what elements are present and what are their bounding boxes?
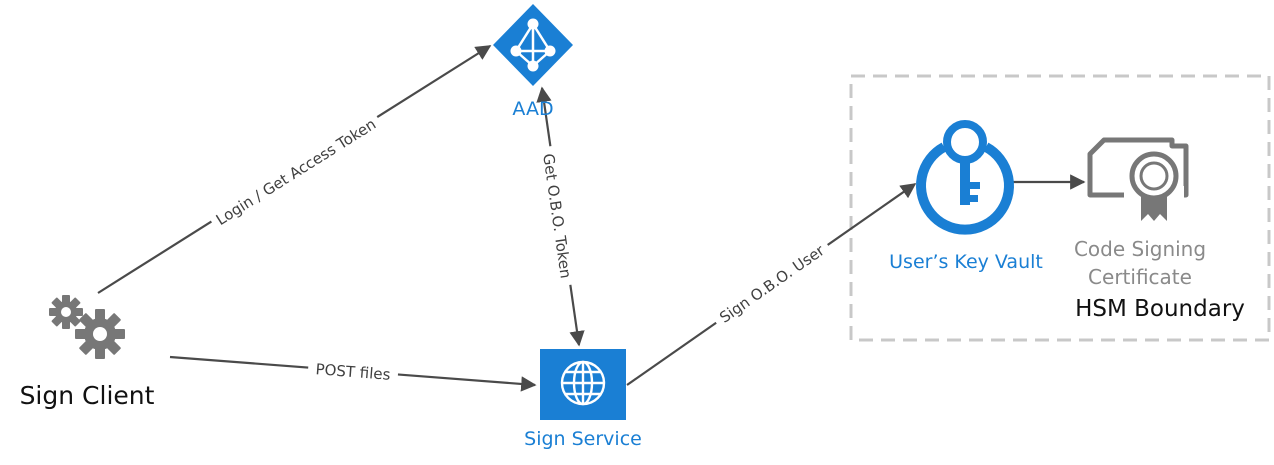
certificate-label-line2: Certificate	[1088, 265, 1192, 289]
aad-label: AAD	[512, 98, 553, 120]
globe-icon	[560, 360, 606, 406]
hsm-boundary-box	[849, 74, 1271, 342]
aad-node[interactable]: AAD	[493, 4, 573, 120]
key-vault-label: User’s Key Vault	[889, 251, 1043, 273]
obo-token-edge-label: Get O.B.O. Token	[539, 152, 575, 279]
sign-obo-edge-label: Sign O.B.O. User	[716, 241, 828, 327]
sign-client-node[interactable]: Sign Client	[20, 295, 155, 410]
sign-service-node[interactable]: Sign Service	[524, 349, 642, 450]
certificate-node[interactable]: Code Signing Certificate	[1074, 137, 1206, 289]
aad-diamond-icon	[493, 4, 573, 86]
certificate-label-line1: Code Signing	[1074, 237, 1206, 261]
certificate-icon	[1087, 137, 1189, 221]
login-edge-label: Login / Get Access Token	[213, 115, 379, 229]
hsm-boundary-label: HSM Boundary	[1075, 296, 1245, 322]
key-vault-node[interactable]: User’s Key Vault	[889, 120, 1043, 273]
gears-icon	[49, 295, 125, 359]
key-vault-icon	[916, 120, 1014, 235]
post-files-edge-label: POST files	[315, 360, 391, 384]
sign-client-label: Sign Client	[20, 381, 155, 410]
sign-service-label: Sign Service	[524, 428, 642, 450]
